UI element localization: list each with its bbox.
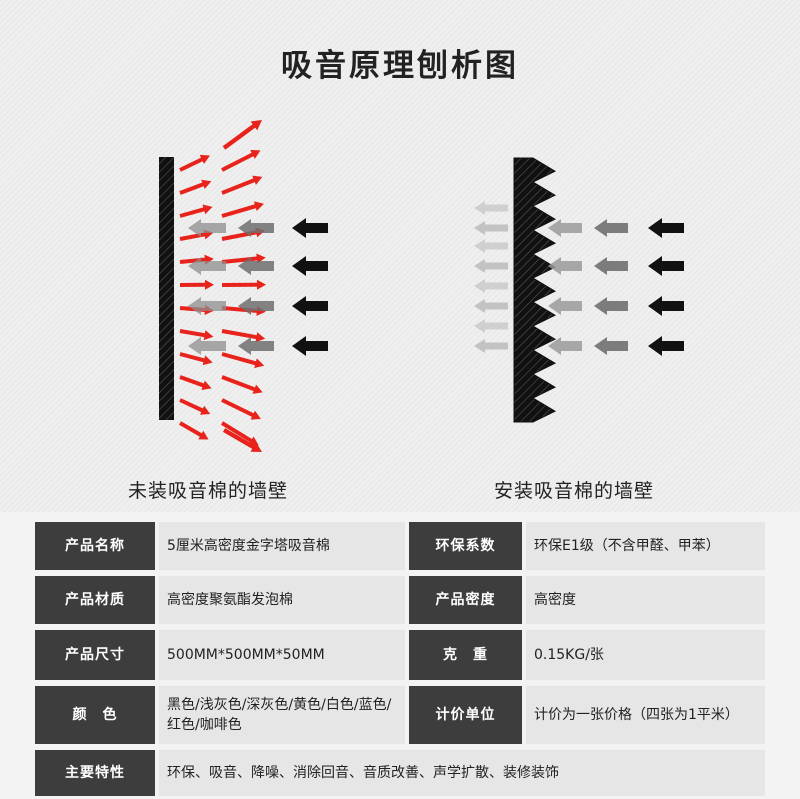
reflected-arrow (222, 120, 262, 150)
reflected-arrow (221, 329, 266, 343)
spec-label: 颜 色 (35, 686, 155, 744)
reflected-arrow (221, 352, 265, 369)
absorbed-arrow (474, 319, 508, 333)
incident-arrow (292, 296, 328, 316)
incident-arrow-faded (548, 257, 582, 275)
diagram-background (0, 0, 800, 512)
incident-arrow-faded (594, 297, 628, 315)
absorbed-arrow (474, 239, 508, 253)
reflected-arrow (221, 398, 261, 420)
spec-label: 产品尺寸 (35, 630, 155, 680)
right-gray-arrows (548, 219, 628, 355)
caption-with-foam: 安装吸音棉的墙壁 (494, 480, 655, 502)
reflected-arrow (180, 279, 214, 290)
reflected-arrow (179, 375, 212, 390)
table-row: 产品尺寸 500MM*500MM*50MM 克 重 0.15KG/张 (35, 630, 765, 680)
spec-value: 计价为一张价格（四张为1平米） (526, 686, 765, 744)
reflected-arrow (221, 421, 259, 446)
reflected-arrow (221, 175, 263, 195)
spec-value: 环保E1级（不含甲醛、甲苯） (526, 522, 765, 570)
diagram-title: 吸音原理刨析图 (281, 48, 519, 84)
incident-arrow-faded (594, 257, 628, 275)
incident-arrow (648, 296, 684, 316)
reflected-arrow (179, 421, 209, 440)
table-row: 产品名称 5厘米高密度金字塔吸音棉 环保系数 环保E1级（不含甲醛、甲苯） (35, 522, 765, 570)
table-row: 主要特性 环保、吸音、降噪、消除回音、音质改善、声学扩散、装修装饰 (35, 750, 765, 796)
left-gray-arrows (188, 219, 274, 355)
absorbed-arrow (474, 299, 508, 313)
reflected-arrow (221, 306, 266, 316)
reflected-arrow (179, 352, 213, 366)
incident-arrow-faded (238, 219, 274, 237)
reflected-arrows (179, 120, 266, 452)
incident-arrow (292, 256, 328, 276)
left-incident-arrows (292, 218, 328, 356)
features-value: 环保、吸音、降噪、消除回音、音质改善、声学扩散、装修装饰 (159, 750, 765, 796)
right-faded-arrows (474, 201, 508, 353)
spec-label: 产品名称 (35, 522, 155, 570)
absorbed-arrow (474, 259, 508, 273)
spec-value: 黑色/浅灰色/深灰色/黄色/白色/蓝色/红色/咖啡色 (159, 686, 405, 744)
incident-arrow-faded (188, 297, 226, 315)
reflected-arrow (221, 201, 264, 218)
spec-value: 500MM*500MM*50MM (159, 630, 405, 680)
absorbed-arrow (474, 201, 508, 215)
reflected-arrow (179, 329, 214, 341)
spec-label: 环保系数 (409, 522, 522, 570)
features-label: 主要特性 (35, 750, 155, 796)
foam-wall (513, 157, 557, 423)
reflected-arrow (221, 253, 266, 264)
reflected-arrow (222, 279, 266, 290)
spec-value: 5厘米高密度金字塔吸音棉 (159, 522, 405, 570)
spec-value: 高密度聚氨酯发泡棉 (159, 576, 405, 624)
incident-arrow-faded (548, 297, 582, 315)
incident-arrow (648, 336, 684, 356)
caption-without-foam: 未装吸音棉的墙壁 (128, 480, 289, 502)
reflected-arrow (179, 398, 211, 415)
incident-arrow (292, 336, 328, 356)
spec-label: 计价单位 (409, 686, 522, 744)
incident-arrow-faded (548, 219, 582, 237)
right-incident-arrows (648, 218, 684, 356)
reflected-arrow (179, 179, 212, 195)
incident-arrow-faded (188, 337, 226, 355)
spec-value: 0.15KG/张 (526, 630, 765, 680)
diagram-scene (159, 120, 684, 452)
reflected-arrow (222, 428, 262, 452)
incident-arrow-faded (594, 337, 628, 355)
absorbed-arrow (474, 279, 508, 293)
spec-label: 克 重 (409, 630, 522, 680)
reflected-arrow (179, 204, 213, 218)
reflected-arrow (179, 154, 210, 172)
spec-label: 产品材质 (35, 576, 155, 624)
spec-label: 产品密度 (409, 576, 522, 624)
incident-arrow-faded (188, 257, 226, 275)
incident-arrow (648, 218, 684, 238)
incident-arrow (292, 218, 328, 238)
incident-arrow-faded (548, 337, 582, 355)
table-row: 颜 色 黑色/浅灰色/深灰色/黄色/白色/蓝色/红色/咖啡色 计价单位 计价为一… (35, 686, 765, 744)
incident-arrow-faded (238, 337, 274, 355)
incident-arrow-faded (594, 219, 628, 237)
reflected-arrow (221, 150, 261, 172)
absorbed-arrow (474, 221, 508, 235)
spec-value: 高密度 (526, 576, 765, 624)
incident-arrow-faded (238, 257, 274, 275)
reflected-arrow (221, 375, 263, 394)
table-row: 产品材质 高密度聚氨酯发泡棉 产品密度 高密度 (35, 576, 765, 624)
incident-arrow-faded (238, 297, 274, 315)
incident-arrow-faded (188, 219, 226, 237)
absorbed-arrow (474, 339, 508, 353)
incident-arrow (648, 256, 684, 276)
plain-wall (159, 157, 174, 420)
